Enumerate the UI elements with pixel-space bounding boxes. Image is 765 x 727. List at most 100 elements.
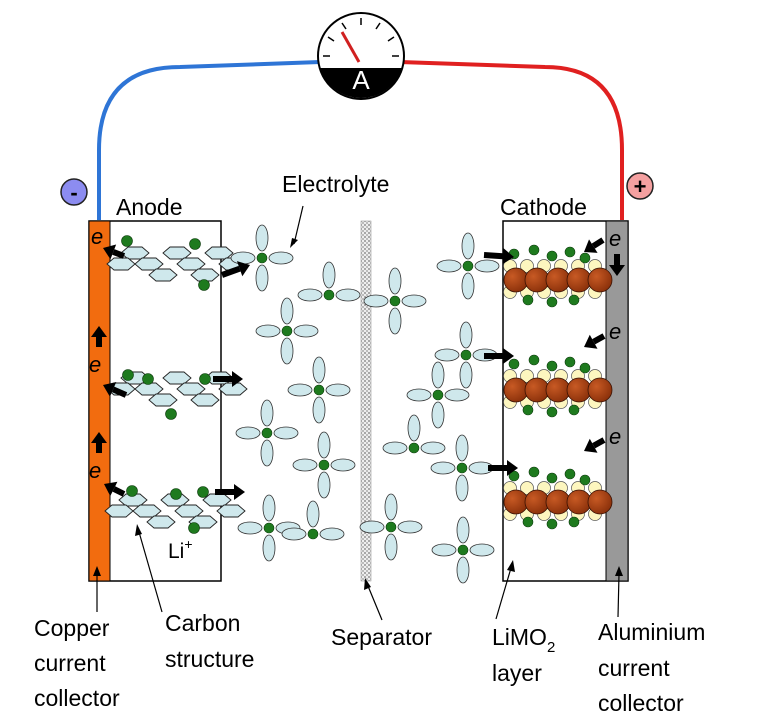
lithium-ion xyxy=(170,488,182,500)
lithium-ion xyxy=(263,522,275,534)
positive-terminal-sign: + xyxy=(634,174,647,199)
copper-current-collector xyxy=(88,220,111,582)
lithium-ion xyxy=(528,466,540,478)
solvent-lobe xyxy=(322,261,336,289)
lithium-ion-label: Li+ xyxy=(168,536,193,563)
metal-oxide-atom xyxy=(587,489,613,515)
electron-flow-arrow xyxy=(584,333,606,349)
metal-oxide-atom xyxy=(503,489,529,515)
lithium-ion xyxy=(508,470,520,482)
solvent-lobe xyxy=(255,264,269,292)
lithium-ion xyxy=(579,474,591,486)
electron-flow-arrow xyxy=(103,244,126,260)
arrow-head xyxy=(234,484,245,500)
arrow-head xyxy=(104,481,118,497)
negative-wire xyxy=(97,60,321,220)
solvent-lobe xyxy=(459,321,473,349)
solvent-lobe xyxy=(287,383,313,397)
solvent-lobe xyxy=(456,516,470,544)
ion-flow-arrow xyxy=(220,261,250,278)
lithium-ion xyxy=(408,442,420,454)
positive-terminal: + xyxy=(626,172,654,200)
solvent-lobe xyxy=(230,251,256,265)
electrolyte-molecule xyxy=(230,224,294,292)
solvent-lobe xyxy=(312,356,326,384)
carbon-ring xyxy=(176,257,206,271)
solvent-lobe xyxy=(455,474,469,502)
electron-label: e xyxy=(609,226,621,251)
metal-oxide-atom xyxy=(545,377,571,403)
electron-flow-arrow xyxy=(609,254,625,276)
oxygen-atom xyxy=(520,481,534,495)
lithium-ion xyxy=(313,384,325,396)
solvent-lobe xyxy=(281,527,307,541)
electrolyte-molecule xyxy=(363,267,427,335)
limo2-layers xyxy=(503,244,613,530)
solvent-lobe xyxy=(397,520,423,534)
lithium-ion xyxy=(432,389,444,401)
electron-flow-arrow xyxy=(91,326,107,347)
lithium-ion xyxy=(281,325,293,337)
arrow-head xyxy=(103,382,117,397)
lithium-ion xyxy=(546,518,558,530)
arrow-shaft xyxy=(112,249,126,259)
electrolyte-molecule xyxy=(434,321,498,389)
lithium-ion xyxy=(564,246,576,258)
arrow-shaft xyxy=(483,252,504,260)
lithium-ion xyxy=(323,289,335,301)
carbon-ring xyxy=(202,493,232,507)
electron-flow-arrow xyxy=(584,437,606,453)
solvent-lobe xyxy=(293,324,319,338)
solvent-lobe xyxy=(292,458,318,472)
carbon-ring xyxy=(190,268,220,282)
electron-flow-arrow xyxy=(91,432,107,453)
metal-oxide-atom xyxy=(566,267,592,293)
carbon-ring xyxy=(134,382,164,396)
metal-oxide-atom xyxy=(503,267,529,293)
solvent-lobe xyxy=(260,439,274,467)
electrolyte-molecule xyxy=(430,434,494,502)
electrolyte-molecule xyxy=(359,493,423,561)
electrolyte-pointer xyxy=(293,205,304,245)
lithium-ion xyxy=(142,373,154,385)
lithium-ion xyxy=(199,373,211,385)
arrow-shaft xyxy=(112,486,126,497)
carbon-ring xyxy=(204,246,234,260)
solvent-lobe xyxy=(235,426,261,440)
carbon-ring xyxy=(104,504,134,518)
lithium-ion xyxy=(546,360,558,372)
solvent-lobe xyxy=(280,337,294,365)
lithium-ion xyxy=(564,468,576,480)
arrow-head xyxy=(236,261,250,277)
limo2-cluster xyxy=(503,244,613,308)
carbon-ring xyxy=(160,493,190,507)
solvent-lobe xyxy=(430,461,456,475)
solvent-lobe xyxy=(262,494,276,522)
electrolyte-molecule xyxy=(406,361,470,429)
solvent-lobe xyxy=(312,396,326,424)
arrow-head xyxy=(103,244,117,260)
arrow-head xyxy=(609,265,625,276)
arrow-shaft xyxy=(592,437,606,449)
solvent-lobe xyxy=(325,383,351,397)
lithium-ion xyxy=(261,427,273,439)
lithium-ion xyxy=(546,472,558,484)
arrow-shaft xyxy=(220,265,241,278)
solvent-lobe xyxy=(273,426,299,440)
arrow-head xyxy=(91,326,107,337)
carbon-ring xyxy=(216,504,246,518)
electron-label: e xyxy=(89,458,101,483)
solvent-lobe xyxy=(237,521,263,535)
flow-arrows xyxy=(91,237,625,500)
solvent-lobe xyxy=(317,431,331,459)
metal-oxide-atom xyxy=(503,377,529,403)
lithium-ion xyxy=(460,349,472,361)
lithium-ion xyxy=(307,528,319,540)
electrolyte-molecule xyxy=(297,261,361,302)
electrolyte-molecule xyxy=(431,516,495,584)
electrolyte-label: Electrolyte xyxy=(282,171,389,197)
metal-oxide-atom xyxy=(524,267,550,293)
lithium-ion xyxy=(198,279,210,291)
lithium-ion xyxy=(121,235,133,247)
